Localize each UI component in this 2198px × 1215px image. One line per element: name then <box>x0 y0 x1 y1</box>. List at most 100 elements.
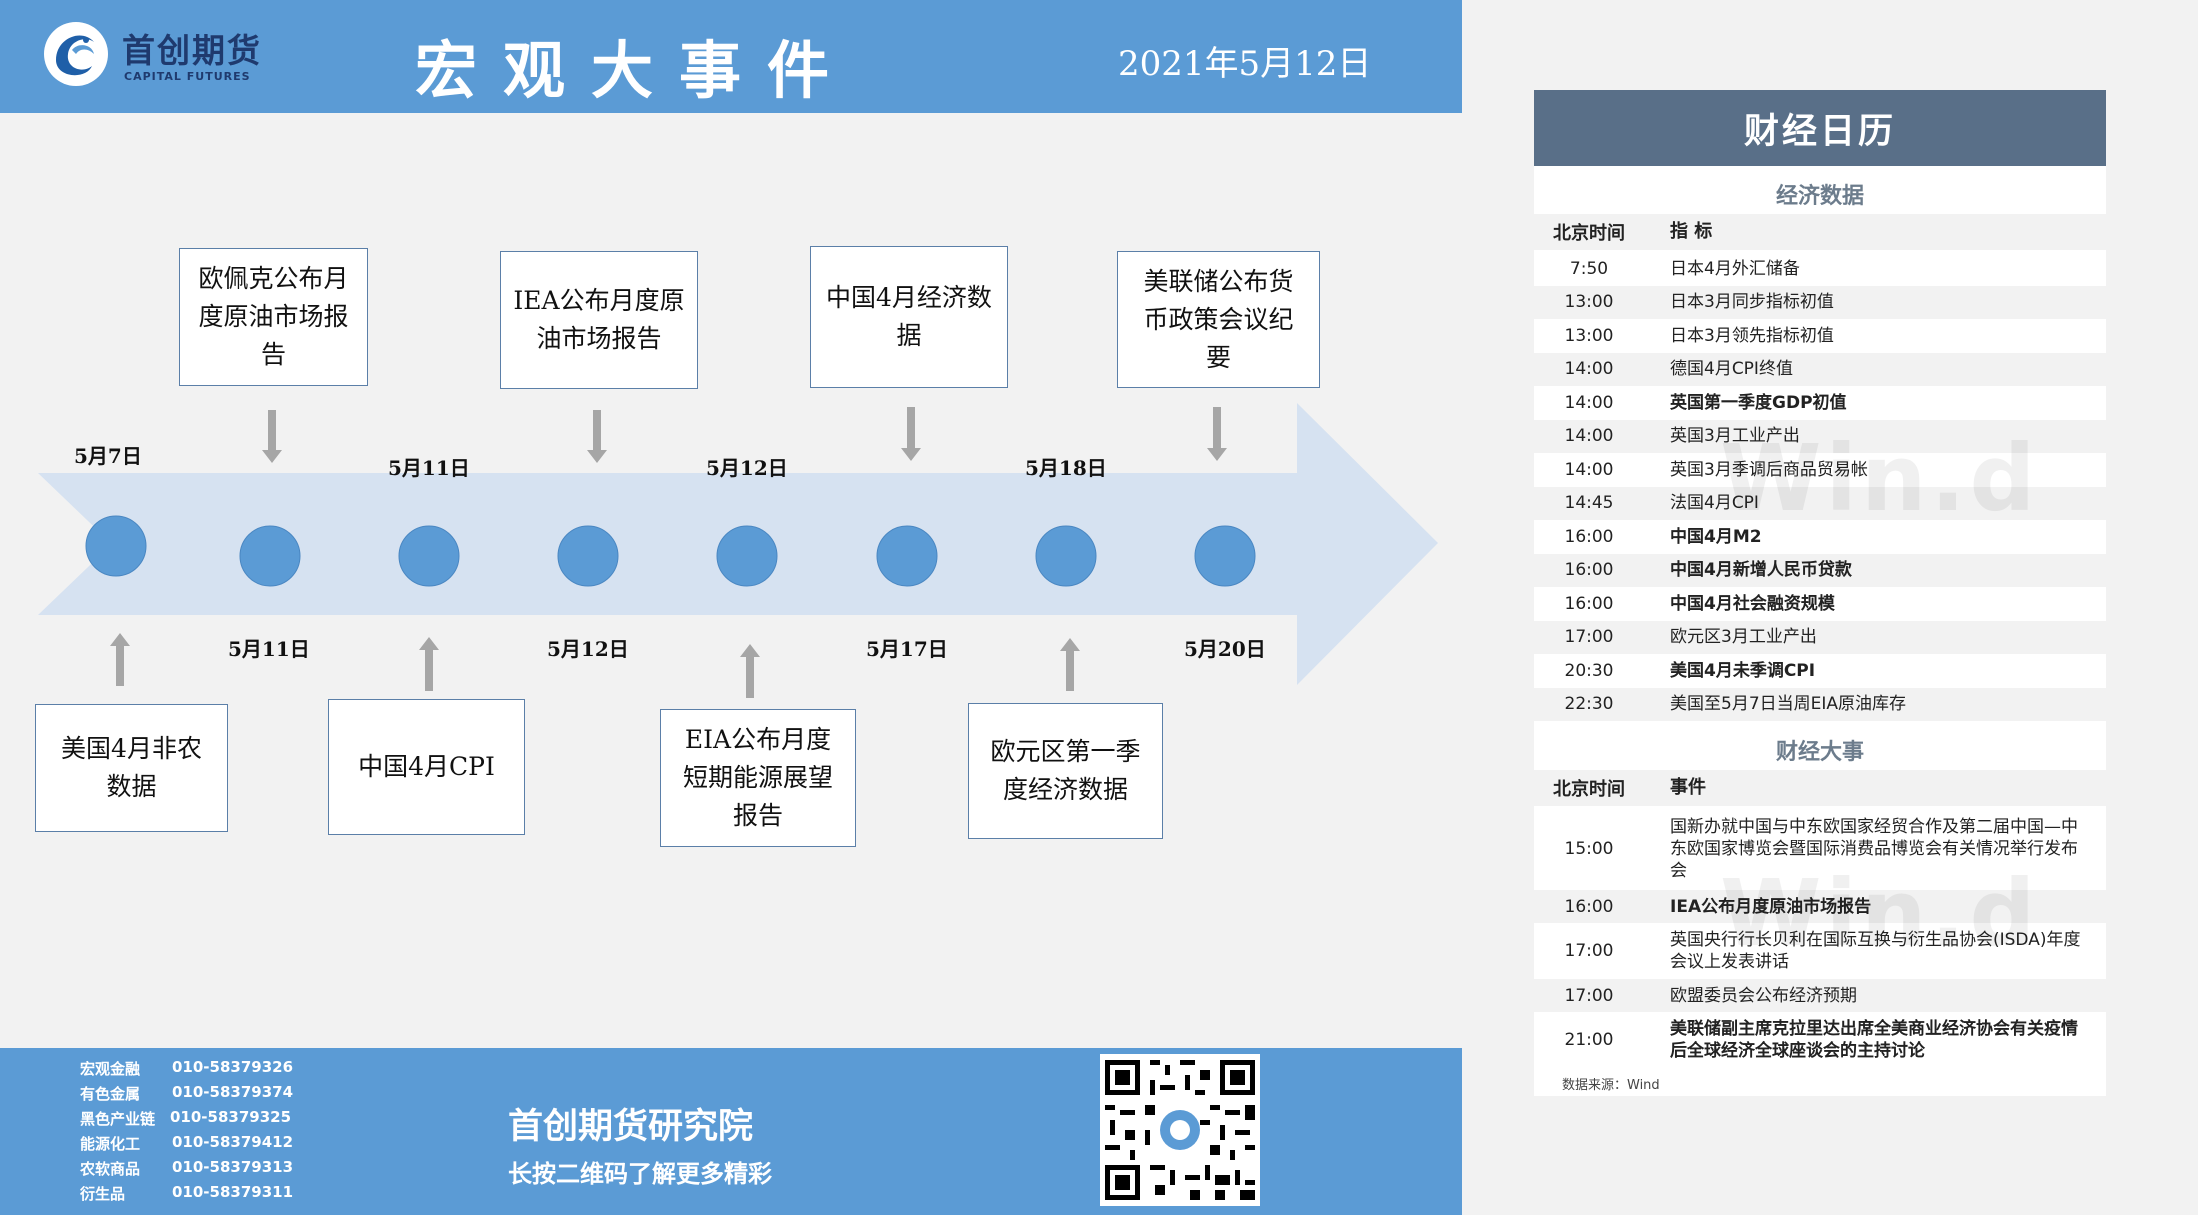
row-event: 欧盟委员会公布经济预期 <box>1670 985 1857 1006</box>
row-indicator: 中国4月新增人民币贷款 <box>1670 560 1852 581</box>
row-indicator: 法国4月CPI <box>1670 493 1759 514</box>
row-time: 14:00 <box>1564 426 1614 447</box>
row-indicator: 德国4月CPI终值 <box>1670 359 1793 380</box>
row-time: 20:30 <box>1564 660 1614 681</box>
econ-table-header: 北京时间 指 标 <box>1534 214 2106 250</box>
econ-row: 14:45 法国4月CPI <box>1534 486 2106 520</box>
up-arrow-icon <box>419 637 439 691</box>
down-arrow-icon <box>587 410 607 463</box>
event-row: 17:00 英国央行行长贝利在国际互换与衍生品协会(ISDA)年度会议上发表讲话 <box>1534 923 2106 979</box>
contact-row: 能源化工 010-58379412 <box>80 1133 293 1154</box>
row-time: 15:00 <box>1564 839 1614 859</box>
row-time: 14:00 <box>1564 459 1614 480</box>
event-box-china-economic-data: 中国4月经济数据 <box>810 246 1008 388</box>
bottom-date-label: 5月12日 <box>547 637 629 661</box>
wind-watermark: Win.d <box>1720 425 2040 532</box>
econ-row: 14:00 英国3月季调后商品贸易帐 <box>1534 453 2106 487</box>
econ-row: 14:00 英国3月工业产出 <box>1534 419 2106 453</box>
contact-row: 衍生品 010-58379311 <box>80 1183 293 1204</box>
qr-code[interactable] <box>1100 1054 1260 1206</box>
row-time: 21:00 <box>1564 1030 1614 1050</box>
capital-futures-logo-icon <box>44 22 108 86</box>
contact-phone: 010-58379374 <box>172 1083 294 1101</box>
row-indicator: 日本4月外汇储备 <box>1670 258 1800 279</box>
contact-label: 农软商品 <box>80 1160 141 1178</box>
up-arrow-icon <box>740 644 760 698</box>
contact-row: 黑色产业链 010-58379325 <box>80 1108 291 1129</box>
contact-label: 有色金属 <box>80 1085 141 1103</box>
row-time: 16:00 <box>1564 593 1614 614</box>
row-event: 美联储副主席克拉里达出席全美商业经济协会有关疫情后全球经济全球座谈会的主持讨论 <box>1670 1019 2078 1061</box>
event-box-opec-report: 欧佩克公布月度原油市场报告 <box>179 248 368 386</box>
events-table-header: 北京时间 事件 <box>1534 770 2106 806</box>
page-date: 2021年5月12日 <box>1118 44 1372 84</box>
timeline-dot <box>716 525 778 587</box>
econ-row: 16:00 中国4月新增人民币贷款 <box>1534 553 2106 587</box>
row-indicator: 美国4月未季调CPI <box>1670 660 1816 681</box>
contact-label: 衍生品 <box>80 1185 126 1203</box>
event-box-eia-steo: EIA公布月度短期能源展望报告 <box>660 709 856 847</box>
up-arrow-icon <box>1060 638 1080 691</box>
row-time: 16:00 <box>1564 560 1614 581</box>
bottom-date-label: 5月11日 <box>228 637 310 661</box>
row-indicator: 中国4月社会融资规模 <box>1670 593 1835 614</box>
col-event-header: 事件 <box>1670 777 1706 798</box>
top-date-label: 5月18日 <box>1025 456 1107 480</box>
contact-phone: 010-58379311 <box>172 1183 294 1201</box>
timeline-dot <box>85 515 147 577</box>
col-time-header: 北京时间 <box>1553 779 1625 800</box>
row-indicator: 日本3月同步指标初值 <box>1670 292 1834 313</box>
row-time: 16:00 <box>1564 526 1614 547</box>
event-row: 17:00 欧盟委员会公布经济预期 <box>1534 979 2106 1012</box>
row-time: 14:00 <box>1564 392 1614 413</box>
row-time: 13:00 <box>1564 292 1614 313</box>
event-box-us-nonfarm: 美国4月非农数据 <box>35 704 228 832</box>
row-time: 17:00 <box>1564 985 1614 1006</box>
wind-watermark: Win.d <box>1720 860 2040 967</box>
row-event: 英国央行行长贝利在国际互换与衍生品协会(ISDA)年度会议上发表讲话 <box>1670 930 2081 972</box>
timeline-dot <box>1035 525 1097 587</box>
top-date-label: 5月7日 <box>74 444 142 468</box>
down-arrow-icon <box>901 407 921 461</box>
row-time: 16:00 <box>1564 896 1614 917</box>
row-time: 7:50 <box>1569 258 1609 279</box>
col-indicator-header: 指 标 <box>1670 221 1713 242</box>
slogan-text: 长按二维码了解更多精彩 <box>508 1160 772 1188</box>
timeline-dot <box>876 525 938 587</box>
contact-phone: 010-58379326 <box>172 1058 294 1076</box>
row-event: 国新办就中国与中东欧国家经贸合作及第二届中国—中东欧国家博览会暨国际消费品博览会… <box>1670 817 2078 881</box>
row-time: 17:00 <box>1564 941 1614 961</box>
page-title: 宏观大事件 <box>415 34 856 107</box>
company-logo: 首创期货 CAPITAL FUTURES <box>42 16 312 96</box>
down-arrow-icon <box>262 410 282 463</box>
events-section-title: 财经大事 <box>1775 740 1864 765</box>
row-indicator: 英国3月工业产出 <box>1670 426 1800 447</box>
row-indicator: 欧元区3月工业产出 <box>1670 627 1817 648</box>
row-time: 14:00 <box>1564 359 1614 380</box>
timeline-dot <box>239 525 301 587</box>
contact-row: 宏观金融 010-58379326 <box>80 1058 293 1079</box>
top-date-label: 5月12日 <box>706 456 788 480</box>
contact-label: 黑色产业链 <box>80 1110 156 1128</box>
logo-cn-text: 首创期货 <box>122 31 262 70</box>
down-arrow-icon <box>1207 407 1227 461</box>
data-source-note: 数据来源：Wind <box>1562 1078 1660 1093</box>
calendar-title: 财经日历 <box>1534 90 2106 166</box>
econ-row: 16:00 中国4月社会融资规模 <box>1534 587 2106 621</box>
bottom-date-label: 5月17日 <box>866 637 948 661</box>
row-indicator: 英国3月季调后商品贸易帐 <box>1670 459 1868 480</box>
econ-section-title: 经济数据 <box>1775 184 1864 209</box>
logo-en-text: CAPITAL FUTURES <box>124 70 251 83</box>
event-row: 21:00 美联储副主席克拉里达出席全美商业经济协会有关疫情后全球经济全球座谈会的… <box>1534 1012 2106 1068</box>
qr-code-icon <box>1100 1055 1260 1205</box>
row-time: 14:45 <box>1564 493 1614 514</box>
contact-row: 有色金属 010-58379374 <box>80 1083 293 1104</box>
event-row: 15:00 国新办就中国与中东欧国家经贸合作及第二届中国—中东欧国家博览会暨国际消… <box>1534 808 2106 890</box>
event-box-fed-minutes: 美联储公布货币政策会议纪要 <box>1117 251 1320 388</box>
row-time: 22:30 <box>1564 694 1614 715</box>
connector-arrows <box>110 407 1227 698</box>
